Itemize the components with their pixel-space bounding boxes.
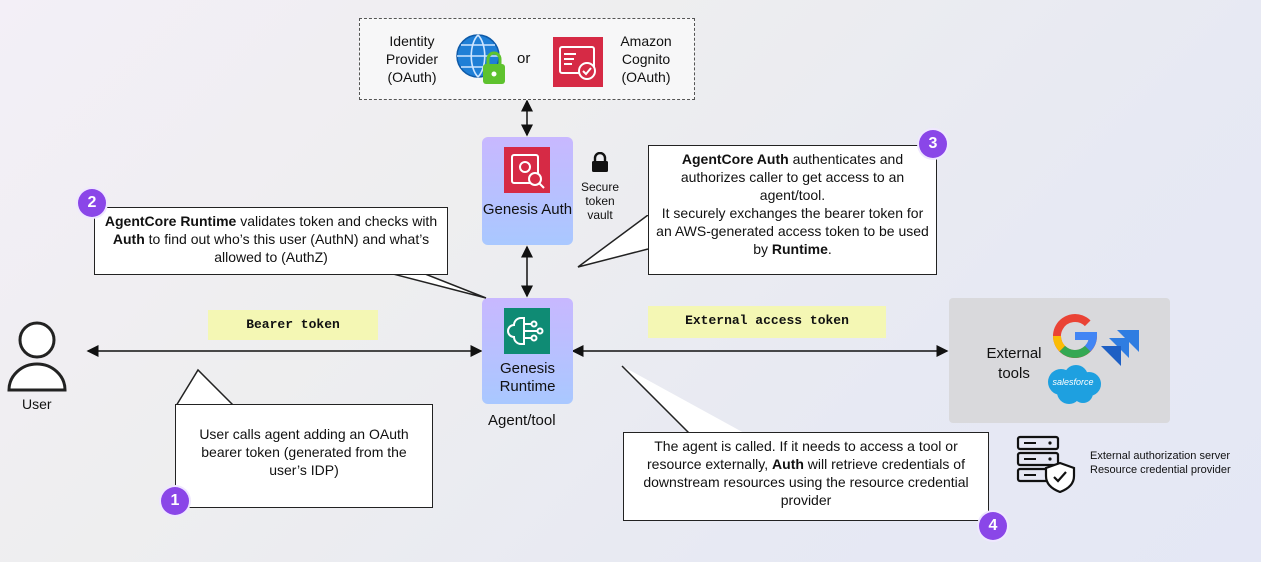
callout-2: AgentCore Runtime validates token and ch…: [94, 207, 448, 275]
bearer-token-label: Bearer token: [208, 310, 378, 340]
callout-4-text-2: will retrieve credentials of downstream …: [643, 456, 969, 508]
callout-4-pointer: [621, 365, 746, 435]
external-tools-label: External tools: [986, 345, 1042, 382]
salesforce-icon: salesforce: [1043, 364, 1103, 406]
runtime-brain-icon: [504, 308, 550, 354]
or-label: or: [517, 50, 531, 67]
callout-3-bold-runtime: Runtime: [771, 241, 828, 257]
callout-1: User calls agent adding an OAuth bearer …: [175, 404, 433, 508]
genesis-runtime-box: Genesis Runtime: [482, 298, 573, 404]
callout-3-text-2: It securely exchanges the bearer token f…: [656, 205, 929, 257]
genesis-auth-box: Genesis Auth: [482, 137, 573, 245]
callout-4-bold-auth: Auth: [772, 456, 804, 472]
callout-2-text-2: to find out who’s this user (AuthN) and …: [144, 231, 430, 265]
callout-4-text-1: The agent is called. If it needs to acce…: [647, 438, 958, 472]
globe-lock-icon: [455, 32, 509, 88]
callout-3-bold-auth: AgentCore Auth: [681, 151, 789, 167]
salesforce-label: salesforce: [1052, 377, 1094, 387]
callout-2-pointer: [369, 268, 487, 299]
external-access-token-label: External access token: [648, 306, 886, 338]
external-tools-box: External tools salesforce: [949, 298, 1170, 423]
user-label: User: [22, 396, 52, 412]
auth-vault-icon: [504, 147, 550, 193]
callout-3-text-1: authenticates and authorizes caller to g…: [680, 151, 905, 203]
user-icon: [6, 320, 68, 392]
identity-provider-label: Identity Provider (OAuth): [385, 33, 439, 85]
ext-auth-label: External authorization server Resource c…: [1090, 449, 1231, 477]
callout-3-text-3: .: [827, 241, 832, 257]
callout-3: AgentCore Auth authenticates and authori…: [648, 145, 937, 275]
step-1-badge: 1: [161, 487, 189, 515]
cognito-icon: [553, 37, 603, 87]
jira-icon: [1095, 328, 1141, 368]
callout-4: The agent is called. If it needs to acce…: [623, 432, 989, 521]
google-icon: [1053, 314, 1098, 359]
step-3-badge: 3: [919, 130, 947, 158]
callout-2-bold-auth: Auth: [112, 231, 145, 247]
secure-token-vault-label: Secure token vault: [580, 180, 620, 222]
callout-3-pointer: [577, 215, 649, 268]
step-2-badge: 2: [78, 189, 106, 217]
resource-credential-provider-label: Resource credential provider: [1090, 464, 1231, 476]
step-4-badge: 4: [979, 512, 1007, 540]
callout-1-text: User calls agent adding an OAuth bearer …: [199, 426, 409, 478]
server-shield-icon: [1014, 433, 1078, 494]
genesis-auth-label: Genesis Auth: [482, 201, 573, 218]
callout-1-pointer: [175, 368, 235, 407]
callout-2-text-1: validates token and checks with: [236, 213, 438, 229]
identity-provider-group: [359, 18, 695, 100]
agent-tool-label: Agent/tool: [488, 412, 556, 429]
genesis-runtime-label: Genesis Runtime: [499, 360, 556, 395]
cognito-label: Amazon Cognito (OAuth): [620, 33, 672, 85]
ext-auth-server-label: External authorization server: [1090, 450, 1231, 462]
lock-icon: [590, 151, 610, 172]
callout-2-bold-runtime: AgentCore Runtime: [104, 213, 237, 229]
